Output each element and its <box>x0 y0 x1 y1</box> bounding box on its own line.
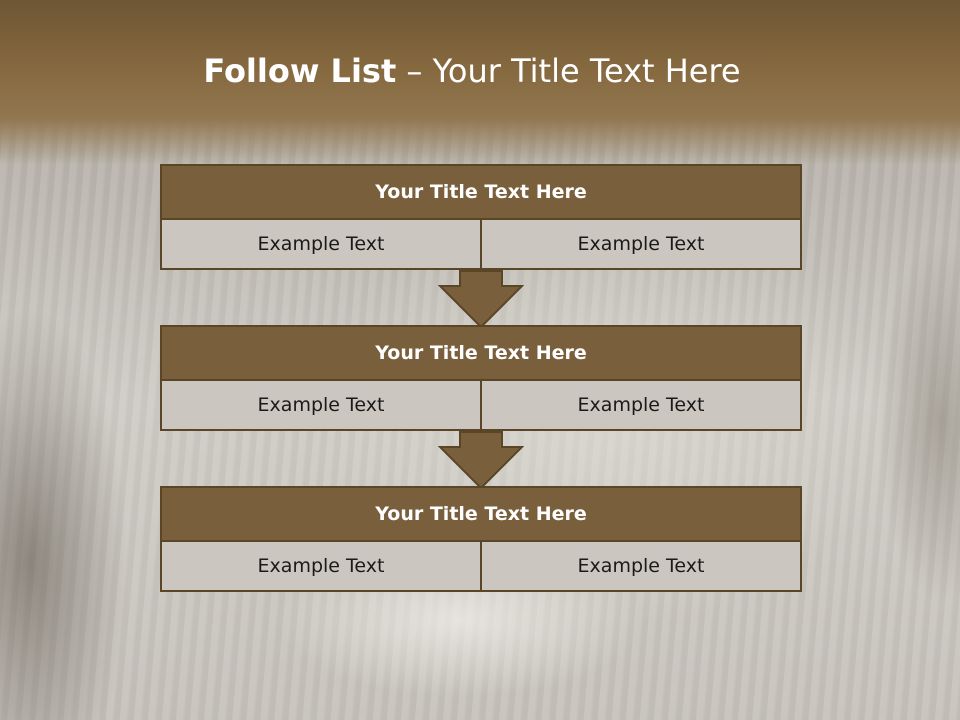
slide-title: Follow List – Your Title Text Here <box>0 52 944 90</box>
step-cell-right: Example Text <box>480 381 800 429</box>
step-block-2: Your Title Text Here Example Text Exampl… <box>160 325 802 431</box>
step-title: Your Title Text Here <box>160 486 802 542</box>
step-row: Example Text Example Text <box>160 220 802 270</box>
step-row: Example Text Example Text <box>160 381 802 431</box>
title-bold-part: Follow List <box>203 52 397 90</box>
step-title: Your Title Text Here <box>160 164 802 220</box>
step-block-3: Your Title Text Here Example Text Exampl… <box>160 486 802 592</box>
down-arrow-icon <box>438 270 524 328</box>
step-block-1: Your Title Text Here Example Text Exampl… <box>160 164 802 270</box>
step-cell-left: Example Text <box>257 394 385 416</box>
step-cell-left: Example Text <box>257 555 385 577</box>
down-arrow-icon <box>438 431 524 489</box>
step-cell-right: Example Text <box>480 542 800 590</box>
title-rest-part: – Your Title Text Here <box>396 52 741 90</box>
step-cell-right: Example Text <box>480 220 800 268</box>
step-row: Example Text Example Text <box>160 542 802 592</box>
step-cell-left: Example Text <box>257 233 385 255</box>
step-title: Your Title Text Here <box>160 325 802 381</box>
